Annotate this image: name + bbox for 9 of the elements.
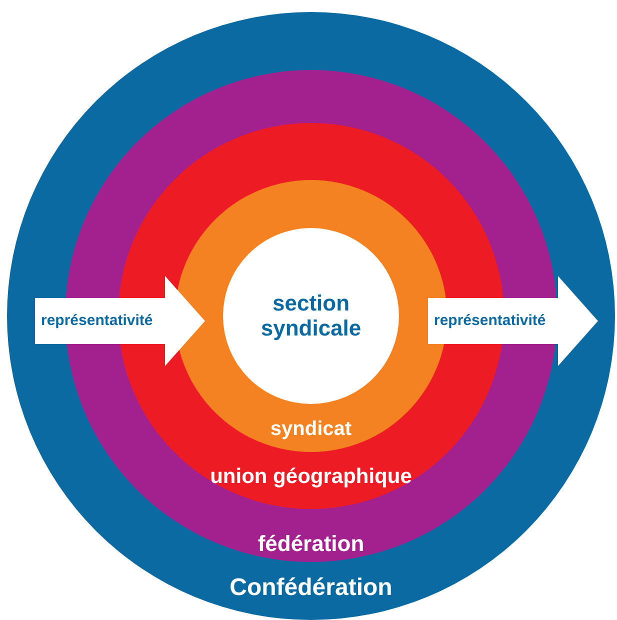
- arrow-label: représentativité: [41, 312, 153, 329]
- ring-label: Confédération: [230, 574, 392, 602]
- center-label: section syndicale: [260, 290, 362, 342]
- arrow-label: représentativité: [434, 312, 546, 329]
- ring-label: union géographique: [210, 465, 412, 490]
- ring-label: fédération: [258, 530, 364, 557]
- ring-label: syndicat: [270, 418, 352, 441]
- block-arrow: [428, 276, 598, 366]
- block-arrow: [35, 276, 205, 366]
